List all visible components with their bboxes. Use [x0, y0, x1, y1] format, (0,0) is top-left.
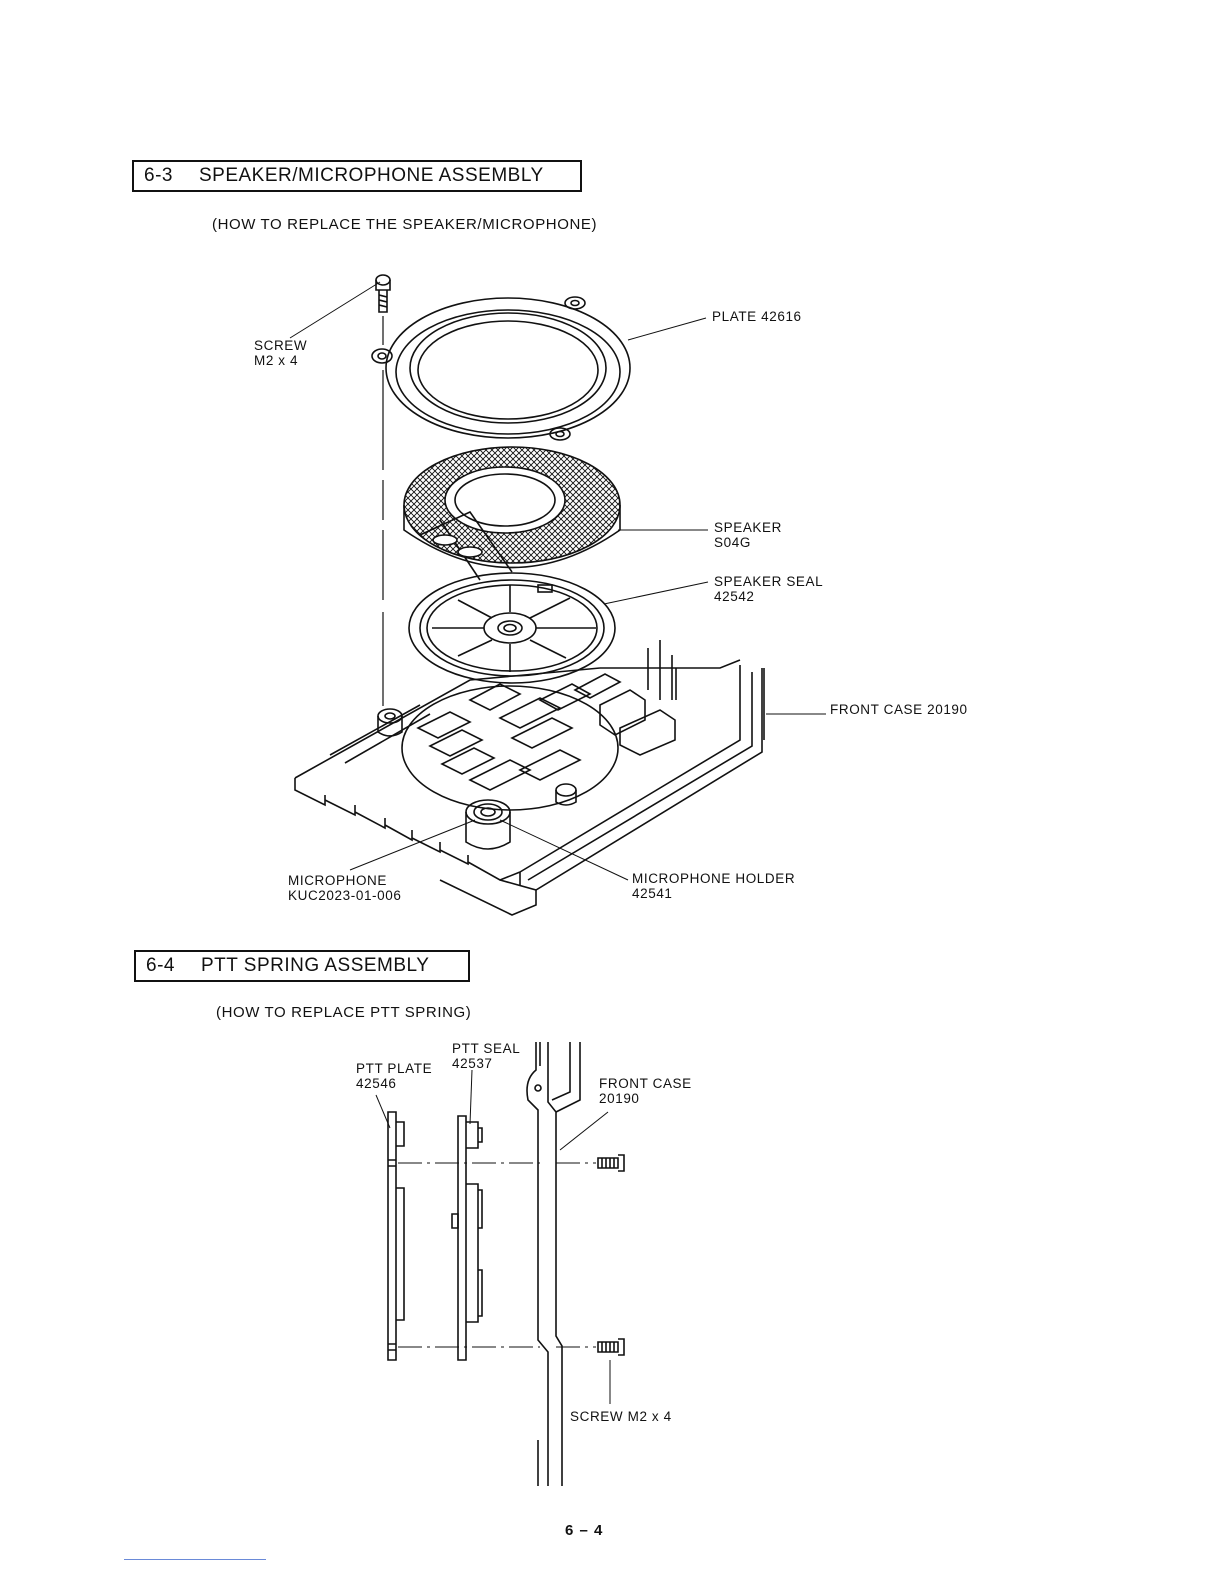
label-microphone-holder: MICROPHONE HOLDER 42541 [632, 871, 796, 901]
screw-m2x4 [375, 274, 391, 313]
section-number: 6-3 [144, 165, 173, 186]
footer-rule [124, 1559, 266, 1560]
speaker-s04g [403, 446, 621, 593]
front-case [294, 640, 765, 916]
label-plate: PLATE 42616 [712, 309, 802, 324]
label-screw-ptt: SCREW M2 x 4 [570, 1409, 672, 1424]
label-front-case-ptt: FRONT CASE 20190 [599, 1076, 692, 1106]
section-6-3-heading: 6-3 SPEAKER/MICROPHONE ASSEMBLY [132, 160, 582, 192]
screw-top [597, 1154, 625, 1172]
label-screw: SCREW M2 x 4 [254, 338, 308, 368]
page-number: 6 – 4 [565, 1522, 604, 1539]
front-case-side [526, 1042, 581, 1486]
microphone [465, 799, 511, 850]
ptt-seal [451, 1115, 483, 1361]
section-6-3-subtitle: (HOW TO REPLACE THE SPEAKER/MICROPHONE) [212, 216, 598, 233]
label-front-case: FRONT CASE 20190 [830, 702, 968, 717]
label-speaker: SPEAKER S04G [714, 520, 782, 550]
section-6-4-heading: 6-4 PTT SPRING ASSEMBLY [134, 950, 470, 982]
label-microphone: MICROPHONE KUC2023-01-006 [288, 873, 402, 903]
label-speaker-seal: SPEAKER SEAL 42542 [714, 574, 824, 604]
section-title: SPEAKER/MICROPHONE ASSEMBLY [198, 165, 544, 186]
label-ptt-plate: PTT PLATE 42546 [356, 1061, 433, 1091]
plate-ring [371, 296, 631, 441]
label-ptt-seal: PTT SEAL 42537 [452, 1041, 521, 1071]
screw-bottom [597, 1338, 625, 1356]
section-title: PTT SPRING ASSEMBLY [200, 955, 430, 976]
section-6-4-subtitle: (HOW TO REPLACE PTT SPRING) [216, 1004, 472, 1021]
ptt-plate [387, 1111, 405, 1361]
section-number: 6-4 [146, 955, 175, 976]
